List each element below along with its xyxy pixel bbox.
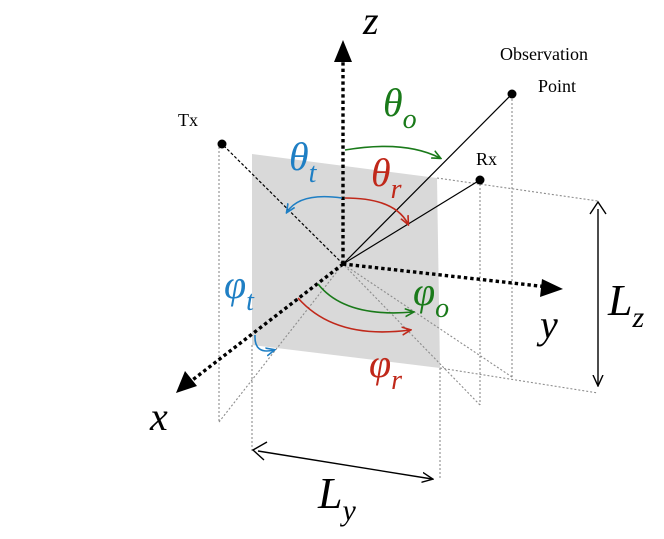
y-axis — [342, 262, 549, 289]
z-axis-label: z — [362, 0, 379, 43]
y-axis-arrowhead — [540, 279, 563, 297]
theta-t-label: θt — [289, 134, 318, 189]
theta-t-arc — [287, 195, 343, 212]
tx-label: Tx — [178, 110, 198, 130]
observation-point — [507, 89, 517, 99]
theta-o-arc — [344, 145, 440, 158]
x-axis-label: x — [149, 394, 168, 439]
theta-r-label: θr — [371, 150, 402, 205]
tx-ray — [221, 143, 344, 265]
x-axis — [184, 262, 345, 387]
phi-t-label: φt — [224, 262, 255, 317]
y-axis-label: y — [536, 302, 558, 347]
theta-r-arc — [344, 197, 408, 224]
z-axis-arrowhead — [334, 40, 352, 62]
lz-label: Lz — [607, 276, 644, 334]
coordinate-axes — [176, 40, 563, 393]
rx-label: Rx — [476, 149, 497, 169]
rays — [221, 93, 513, 265]
observation-label-line2: Point — [538, 76, 576, 96]
phi-r-label: φr — [369, 341, 402, 396]
x-axis-arrowhead — [176, 371, 197, 393]
phi-o-label: φo — [413, 269, 449, 324]
ly-label: Ly — [317, 469, 356, 527]
rx-ray — [342, 179, 481, 265]
ly-arrowhead-left — [251, 441, 268, 461]
phi-o-arc — [317, 283, 413, 313]
phi-r-arc — [297, 297, 410, 332]
observation-ray — [342, 93, 513, 265]
phi-t-arc — [254, 334, 274, 351]
theta-o-label: θo — [383, 80, 417, 135]
rx-point — [475, 175, 485, 185]
ly-dimension-arrow — [257, 450, 432, 479]
projection-guides — [218, 95, 599, 480]
lz-arrowhead-top — [589, 200, 607, 215]
observation-label-line1: Observation — [500, 44, 588, 64]
tx-point — [217, 139, 227, 149]
